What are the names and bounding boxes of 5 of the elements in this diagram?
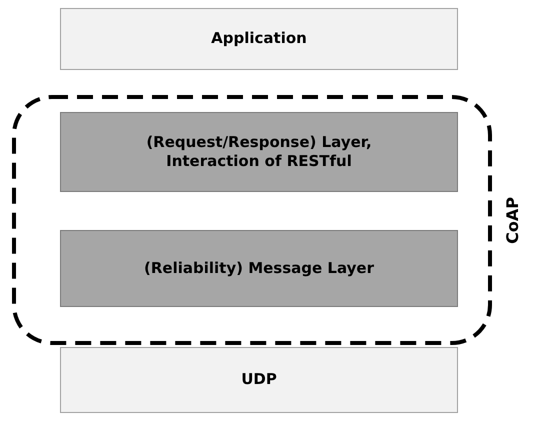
group-label: CoAP — [503, 196, 524, 244]
layer-box: Application — [60, 8, 458, 70]
layer-box: UDP — [60, 347, 458, 413]
layer-box: (Reliability) Message Layer — [60, 230, 458, 307]
layer-box: (Request/Response) Layer, Interaction of RESTful — [60, 112, 458, 192]
